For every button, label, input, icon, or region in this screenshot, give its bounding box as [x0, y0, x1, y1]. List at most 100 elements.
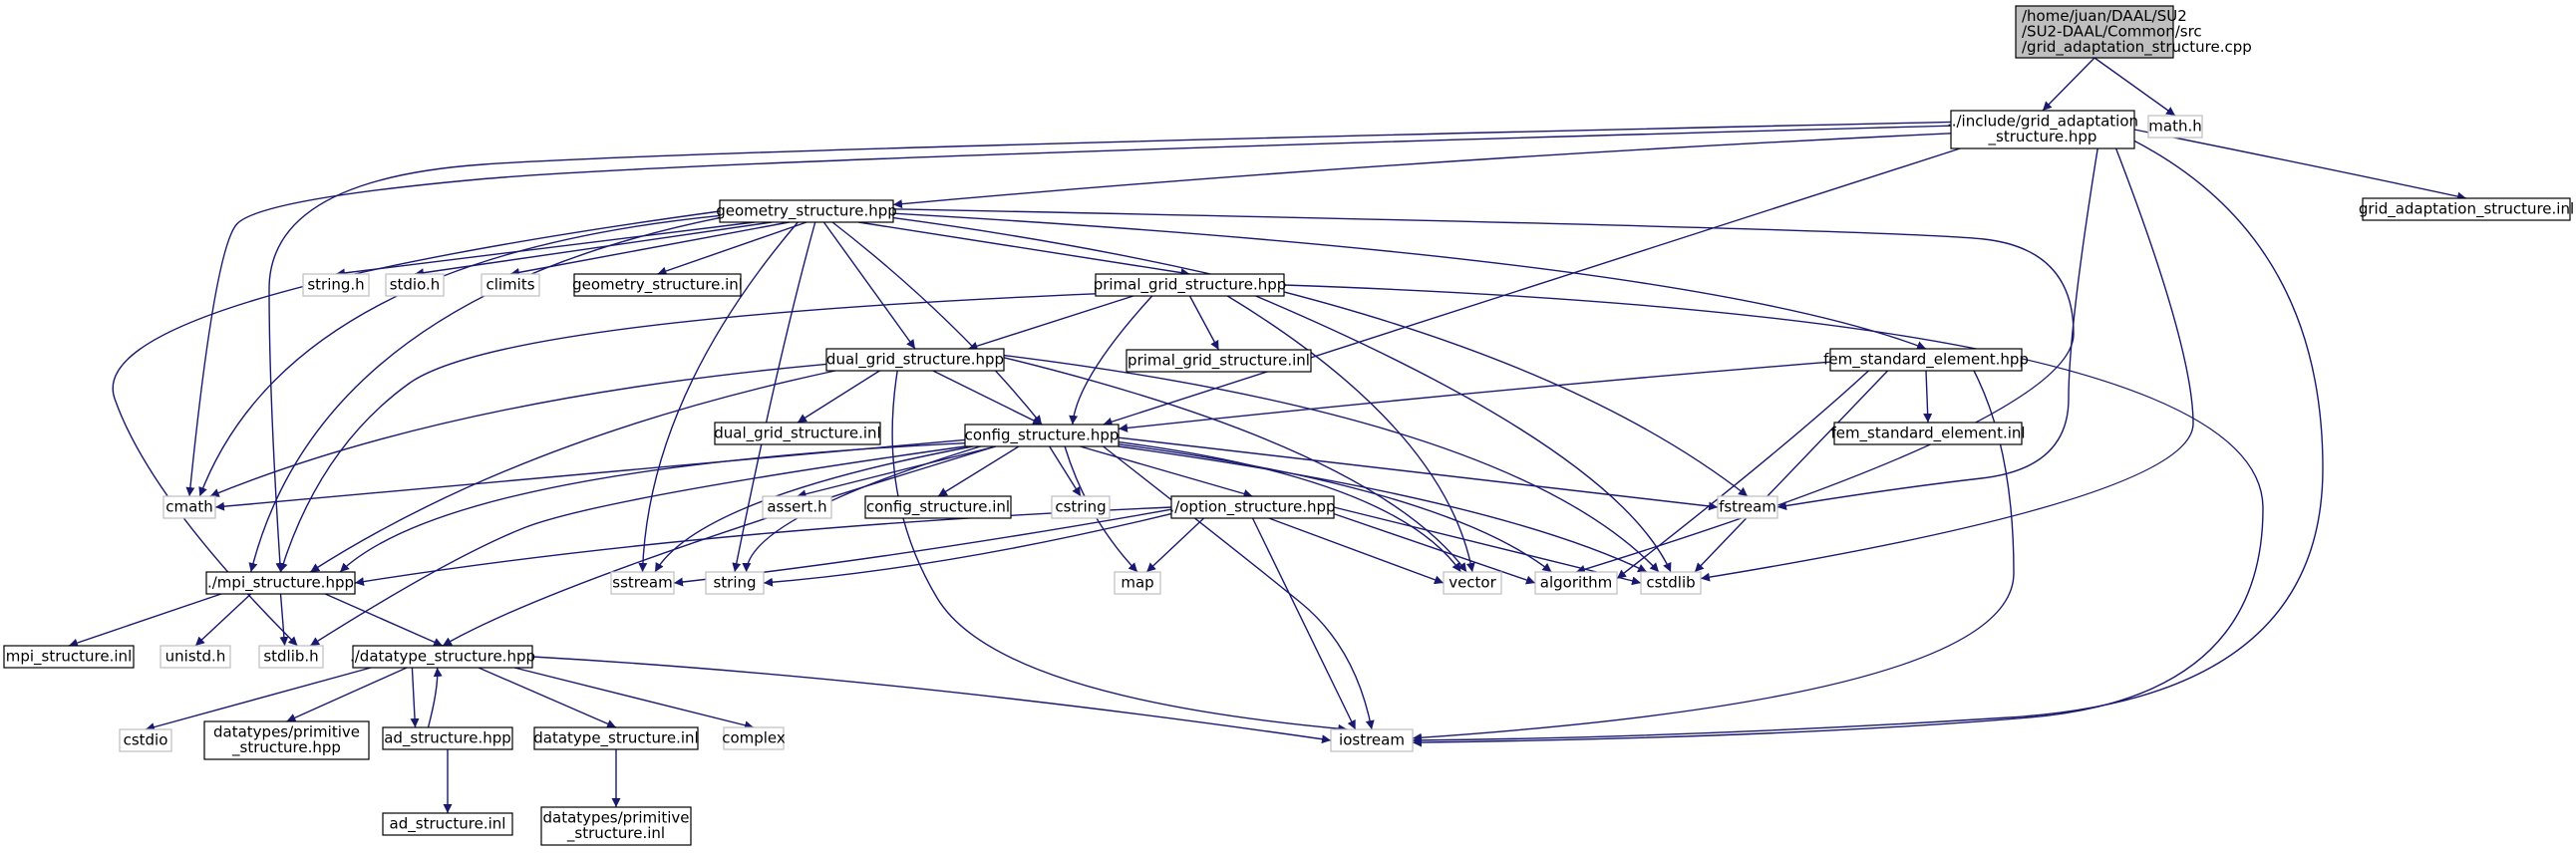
node-math_h[interactable]: math.h — [2147, 115, 2203, 139]
node-mpi_hpp[interactable]: ./mpi_structure.hpp — [205, 571, 356, 595]
node-box — [964, 424, 1120, 447]
node-primal_hpp[interactable]: primal_grid_structure.hpp — [1094, 273, 1287, 297]
node-box — [119, 728, 172, 752]
node-climits[interactable]: climits — [481, 273, 540, 297]
edge-root-to-math_h — [2093, 57, 2176, 117]
edge-primal_hpp-to-mpi_hpp — [278, 293, 1097, 573]
edge-datatype_hpp-to-datatype_inl — [478, 667, 617, 728]
node-dt_prim_hpp[interactable]: datatypes/primitive_structure.hpp — [203, 720, 370, 760]
node-ad_hpp[interactable]: ad_structure.hpp — [382, 726, 513, 750]
node-label: grid_adaptation_structure.inl — [2359, 199, 2574, 218]
edge-option_hpp-to-vector — [1268, 517, 1445, 585]
node-string[interactable]: string — [705, 571, 765, 595]
node-label: vector — [1449, 573, 1496, 591]
node-box — [610, 571, 675, 595]
node-box — [3, 645, 135, 669]
node-label: ./datatype_structure.hpp — [350, 647, 535, 666]
node-fem_hpp[interactable]: fem_standard_element.hpp — [1823, 348, 2029, 372]
node-label: stdio.h — [390, 275, 441, 293]
node-datatype_hpp[interactable]: ./datatype_structure.hpp — [350, 645, 535, 669]
node-label: datatype_structure.inl — [533, 728, 698, 747]
node-algorithm[interactable]: algorithm — [1534, 571, 1618, 595]
edge-primal_hpp-to-dual_hpp — [968, 295, 1134, 351]
node-fem_inl[interactable]: fem_standard_element.inl — [1830, 422, 2026, 445]
node-ad_inl[interactable]: ad_structure.inl — [382, 812, 513, 836]
edge-dual_hpp-to-vector — [1003, 357, 1467, 573]
node-box — [864, 495, 1012, 519]
node-box — [385, 273, 445, 297]
node-box — [825, 348, 1005, 372]
node-cstdlib[interactable]: cstdlib — [1640, 571, 1702, 595]
node-unistd_h[interactable]: unistd.h — [160, 645, 231, 669]
node-cstdio[interactable]: cstdio — [119, 728, 172, 752]
edge-primal_hpp-to-primal_inl — [1188, 295, 1220, 351]
edge-datatype_hpp-to-ad_hpp — [410, 667, 420, 728]
node-label: datatypes/primitive — [213, 723, 360, 741]
node-stdio_h[interactable]: stdio.h — [385, 273, 445, 297]
node-mpi_inl[interactable]: mpi_structure.inl — [3, 645, 135, 669]
node-string_h[interactable]: string.h — [302, 273, 370, 297]
node-label: fstream — [1719, 497, 1776, 515]
edge-grid_adapt_hpp-to-geometry_hpp — [892, 133, 1952, 209]
node-box — [2362, 197, 2571, 221]
node-box — [1833, 422, 2023, 445]
node-geometry_hpp[interactable]: geometry_structure.hpp — [716, 199, 897, 223]
node-geometry_inl[interactable]: geometry_structure.inl — [572, 273, 743, 297]
node-box — [2015, 5, 2174, 59]
node-dual_hpp[interactable]: dual_grid_structure.hpp — [825, 348, 1005, 372]
node-fstream[interactable]: fstream — [1717, 495, 1778, 519]
node-datatype_inl[interactable]: datatype_structure.inl — [533, 726, 699, 750]
node-config_hpp[interactable]: config_structure.hpp — [964, 424, 1120, 447]
node-box — [160, 645, 231, 669]
edge-mpi_hpp-to-stdlib_h — [279, 593, 289, 647]
node-dual_inl[interactable]: dual_grid_structure.inl — [714, 422, 881, 445]
node-root[interactable]: /home/juan/DAAL/SU2/SU2-DAAL/Common/src/… — [2015, 5, 2252, 59]
edge-dual_hpp-to-config_hpp — [932, 370, 1043, 426]
node-box — [705, 571, 765, 595]
edge-config_hpp-to-config_inl — [937, 445, 1020, 497]
node-label: datatypes/primitive — [543, 809, 690, 827]
node-box — [723, 726, 785, 750]
node-sstream[interactable]: sstream — [610, 571, 675, 595]
node-label: /home/juan/DAAL/SU2 — [2022, 7, 2187, 25]
node-map[interactable]: map — [1114, 571, 1161, 595]
node-assert_h[interactable]: assert.h — [762, 495, 832, 519]
edge-config_hpp-to-cstring — [1049, 445, 1082, 497]
node-grid_adapt_inl[interactable]: grid_adaptation_structure.inl — [2359, 197, 2574, 221]
node-cmath[interactable]: cmath — [162, 495, 216, 519]
edge-dual_hpp-to-dual_inl — [797, 370, 880, 424]
node-label: cmath — [165, 497, 212, 515]
node-vector[interactable]: vector — [1443, 571, 1502, 595]
node-option_hpp[interactable]: ./option_structure.hpp — [1169, 495, 1336, 519]
node-box — [382, 726, 513, 750]
edge-option_hpp-to-iostream — [1251, 517, 1357, 730]
node-label: ./option_structure.hpp — [1169, 497, 1335, 516]
node-config_inl[interactable]: config_structure.inl — [864, 495, 1012, 519]
node-box — [719, 199, 894, 223]
node-complex[interactable]: complex — [722, 726, 786, 750]
node-stdlib_h[interactable]: stdlib.h — [258, 645, 324, 669]
node-box — [203, 720, 370, 760]
edge-geometry_hpp-to-fstream — [892, 216, 1749, 497]
edge-geometry_hpp-to-climits — [509, 221, 790, 277]
node-iostream[interactable]: iostream — [1330, 728, 1414, 752]
edge-dual_hpp-to-cstdlib — [1003, 354, 1660, 573]
edge-grid_adapt_hpp-to-cstdlib — [1700, 147, 2194, 582]
node-label: ad_structure.hpp — [384, 728, 511, 747]
edge-geometry_hpp-to-sstream — [638, 221, 799, 573]
edge-datatype_hpp-to-cstdio — [145, 667, 372, 731]
node-box — [352, 645, 533, 669]
node-grid_adapt_hpp[interactable]: ../include/grid_adaptation_structure.hpp — [1947, 110, 2138, 149]
node-cstring[interactable]: cstring — [1051, 495, 1111, 519]
node-label: cstdio — [124, 730, 168, 748]
node-primal_inl[interactable]: primal_grid_structure.inl — [1126, 349, 1312, 373]
edge-grid_adapt_hpp-to-grid_adapt_inl — [2133, 129, 2467, 201]
node-box — [481, 273, 540, 297]
node-label: string — [713, 573, 756, 591]
node-label: config_structure.hpp — [965, 426, 1120, 444]
node-dt_prim_inl[interactable]: datatypes/primitive_structure.inl — [540, 806, 692, 846]
node-label: iostream — [1339, 730, 1405, 748]
edge-fem_hpp-to-algorithm — [1616, 370, 1869, 580]
edge-geometry_hpp-to-primal_hpp — [858, 221, 1190, 278]
node-label: fem_standard_element.hpp — [1823, 350, 2029, 369]
